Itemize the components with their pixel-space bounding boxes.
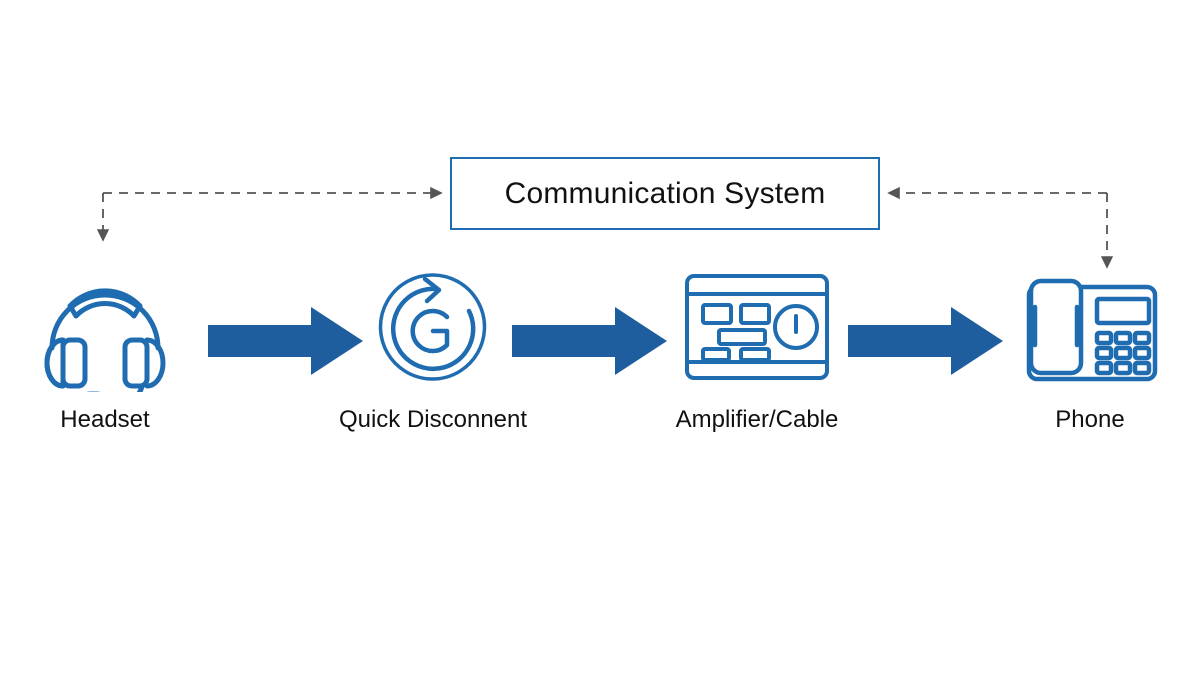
node-phone: Phone — [985, 262, 1195, 434]
quick-disconnect-icon-wrap — [328, 262, 538, 392]
amplifier-icon-wrap — [652, 262, 862, 392]
node-headset: Headset — [0, 262, 210, 434]
headset-icon-wrap — [0, 262, 210, 392]
communication-system-label: Communication System — [504, 176, 826, 210]
node-quick-disconnect: Quick Disconnent — [328, 262, 538, 434]
communication-system-box: Communication System — [450, 157, 880, 230]
connector-left — [96, 186, 443, 242]
flow-arrow-1 — [208, 307, 363, 375]
desk-phone-icon — [1026, 278, 1158, 382]
flow-arrow-2 — [512, 307, 667, 375]
node-label-phone: Phone — [1055, 406, 1125, 433]
quick-disconnect-icon — [378, 273, 487, 381]
node-label-headset: Headset — [60, 406, 150, 433]
flow-arrow-3 — [848, 307, 1003, 375]
desk-phone-icon-wrap — [985, 262, 1195, 392]
node-amplifier: Amplifier/Cable — [652, 262, 862, 434]
node-label-amplifier: Amplifier/Cable — [675, 406, 839, 433]
node-label-quick-disconnect: Quick Disconnent — [338, 406, 528, 433]
connector-right — [887, 186, 1114, 269]
headset-icon — [44, 288, 166, 392]
amplifier-icon — [685, 274, 829, 380]
